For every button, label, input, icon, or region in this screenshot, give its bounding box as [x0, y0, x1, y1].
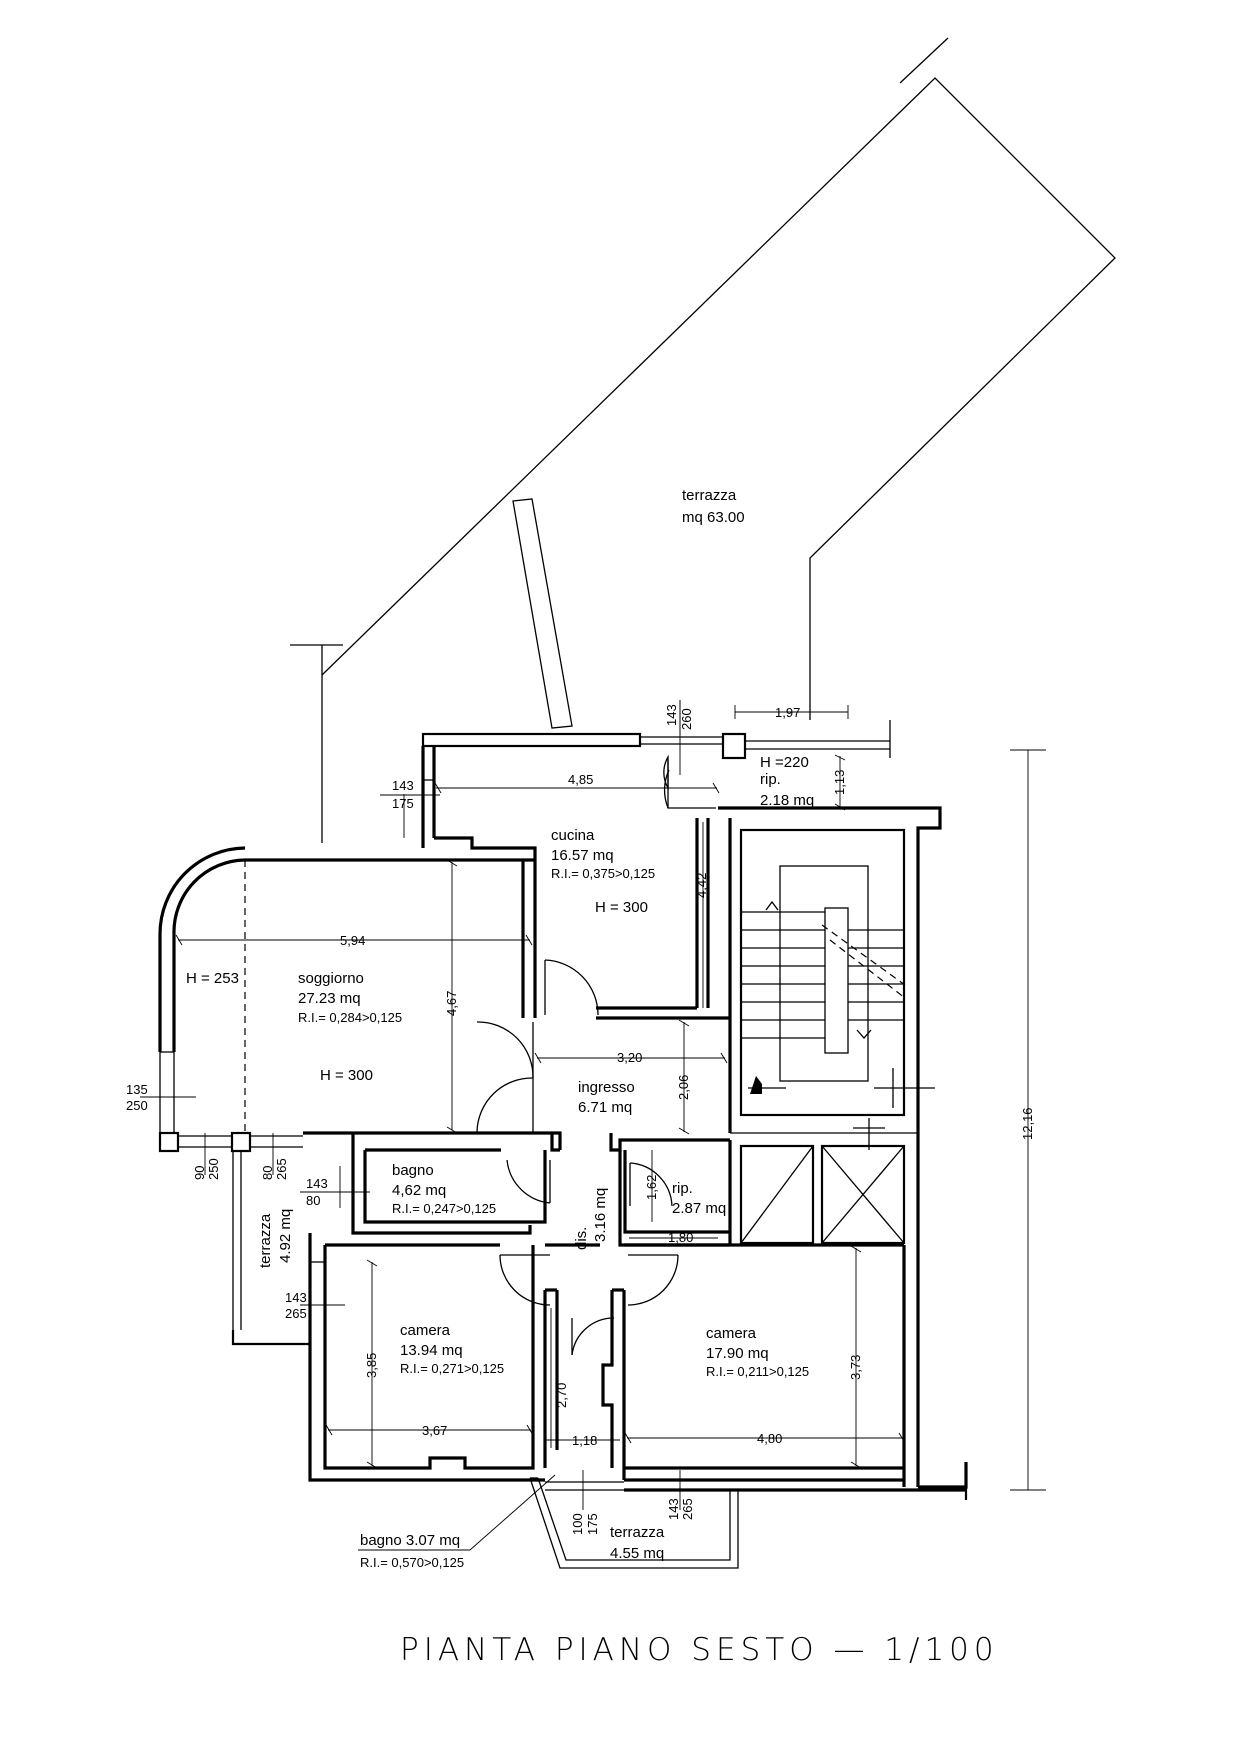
dim-113: 1,13 — [832, 770, 847, 795]
camera2-name: camera — [706, 1325, 757, 1342]
rip1-name: rip. — [760, 771, 781, 788]
lift-shafts — [739, 1118, 906, 1245]
terrace-bottom-area: 4.55 mq — [610, 1545, 664, 1562]
dim-594: 5,94 — [340, 933, 365, 948]
rip2-name: rip. — [672, 1180, 693, 1197]
w8-num: 100 — [570, 1513, 585, 1535]
w5-num: 80 — [260, 1166, 275, 1180]
bagno2-label: bagno 3.07 mq — [360, 1532, 460, 1549]
soggiorno-ri: R.I.= 0,284>0,125 — [298, 1010, 402, 1025]
dim-467: 4,67 — [444, 991, 459, 1016]
bagno-ri: R.I.= 0,247>0,125 — [392, 1201, 496, 1216]
w1-num: 143 — [664, 704, 679, 726]
rip1-height: H =220 — [760, 754, 809, 771]
room-labels: terrazza mq 63.00 cucina 16.57 mq R.I.= … — [186, 487, 814, 1570]
camera1-name: camera — [400, 1322, 451, 1339]
soggiorno-area: 27.23 mq — [298, 990, 361, 1007]
camera1-area: 13.94 mq — [400, 1342, 463, 1359]
w2-num: 143 — [392, 778, 414, 793]
w9-num: 143 — [666, 1498, 681, 1520]
w3-num: 135 — [126, 1082, 148, 1097]
dim-442: 4,42 — [694, 873, 709, 898]
soggiorno-name: soggiorno — [298, 970, 364, 987]
bagno2-ri: R.I.= 0,570>0,125 — [360, 1555, 464, 1570]
bagno-area: 4,62 mq — [392, 1182, 446, 1199]
terrace-big-name: terrazza — [682, 487, 737, 504]
big-terrace — [290, 37, 1116, 843]
doors — [476, 754, 716, 1356]
dim-367: 3,67 — [422, 1423, 447, 1438]
dim-197: 1,97 — [775, 705, 800, 720]
w2-den: 175 — [392, 796, 414, 811]
cucina-height: H = 300 — [595, 899, 648, 916]
w3-den: 250 — [126, 1098, 148, 1113]
camera1-ri: R.I.= 0,271>0,125 — [400, 1361, 504, 1376]
ingresso-area: 6.71 mq — [578, 1099, 632, 1116]
dim-206: 2,06 — [676, 1075, 691, 1100]
w4-den: 250 — [206, 1158, 221, 1180]
dim-385: 3,85 — [364, 1353, 379, 1378]
dim-180: 1,80 — [668, 1230, 693, 1245]
cucina-area: 16.57 mq — [551, 847, 614, 864]
cucina-ri: R.I.= 0,375>0,125 — [551, 866, 655, 881]
staircase — [741, 865, 935, 1108]
dim-480: 4,80 — [757, 1431, 782, 1446]
camera2-area: 17.90 mq — [706, 1345, 769, 1362]
rip2-area: 2.87 mq — [672, 1200, 726, 1217]
dimension-labels: 4,85 1,97 1,13 4,42 5,94 4,67 3,20 2,06 … — [340, 705, 1035, 1448]
dim-270: 2,70 — [554, 1383, 569, 1408]
window-fractions: 143 260 143 175 135 250 90 250 80 265 14… — [126, 700, 695, 1535]
plan-title: PIANTA PIANO SESTO — 1/100 — [400, 1632, 999, 1668]
terrace-bottom-name: terrazza — [610, 1524, 665, 1541]
w7-num: 143 — [285, 1290, 307, 1305]
dim-118: 1,18 — [572, 1433, 597, 1448]
dis-area: 3.16 mq — [592, 1188, 609, 1242]
w1-den: 260 — [679, 708, 694, 730]
walls — [158, 720, 968, 1569]
dimension-lines — [140, 700, 1046, 1551]
dim-1216: 12,16 — [1020, 1107, 1035, 1140]
ingresso-name: ingresso — [578, 1079, 635, 1096]
w5-den: 265 — [274, 1158, 289, 1180]
w6-den: 80 — [306, 1193, 320, 1208]
terrace-small-area: 4.92 mq — [277, 1209, 294, 1263]
rip1-area: 2.18 mq — [760, 792, 814, 809]
cucina-name: cucina — [551, 827, 595, 844]
w7-den: 265 — [285, 1306, 307, 1321]
dis-name: dis. — [573, 1227, 590, 1250]
w6-num: 143 — [306, 1176, 328, 1191]
soggiorno-height2: H = 253 — [186, 970, 239, 987]
bagno-name: bagno — [392, 1162, 434, 1179]
dim-162: 1,62 — [644, 1175, 659, 1200]
dim-373: 3,73 — [848, 1355, 863, 1380]
soggiorno-height: H = 300 — [320, 1067, 373, 1084]
dim-485: 4,85 — [568, 772, 593, 787]
terrace-small-name: terrazza — [257, 1213, 274, 1268]
dim-320: 3,20 — [617, 1050, 642, 1065]
w9-den: 265 — [680, 1498, 695, 1520]
w4-num: 90 — [192, 1166, 207, 1180]
terrace-big-area: mq 63.00 — [682, 509, 745, 526]
camera2-ri: R.I.= 0,211>0,125 — [706, 1364, 809, 1379]
w8-den: 175 — [585, 1513, 600, 1535]
